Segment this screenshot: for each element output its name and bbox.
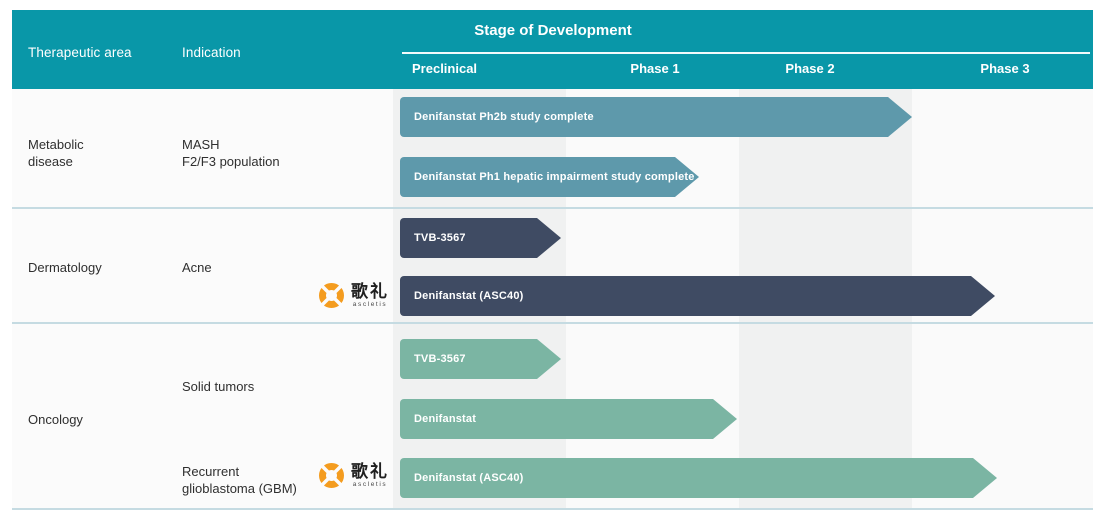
therapeutic-area-column-header: Therapeutic area xyxy=(28,45,132,60)
column-band-phase2 xyxy=(739,89,912,509)
ascletis-logo: 歌礼 ascletis xyxy=(318,282,389,309)
row-divider xyxy=(12,207,1093,209)
ascletis-pinwheel-icon xyxy=(318,282,345,309)
ascletis-pinwheel-icon xyxy=(318,462,345,489)
table-header xyxy=(12,10,1093,89)
ascletis-logo-chinese: 歌礼 xyxy=(351,281,389,301)
ascletis-logo-chinese: 歌礼 xyxy=(351,461,389,481)
stage-of-development-title: Stage of Development xyxy=(474,22,632,39)
column-band-phase3 xyxy=(912,89,1093,509)
phase-label-phase1: Phase 1 xyxy=(630,61,680,76)
therapeutic-area-oncology: Oncology xyxy=(28,412,83,427)
therapeutic-area-dermatology: Dermatology xyxy=(28,260,102,275)
ascletis-logo-latin: ascletis xyxy=(352,300,388,308)
phase-label-preclinical: Preclinical xyxy=(412,61,478,76)
column-band-preclinical xyxy=(393,89,566,509)
phase-label-phase3: Phase 3 xyxy=(980,61,1030,76)
row-divider xyxy=(12,508,1093,510)
indication-solid-tumors: Solid tumors xyxy=(182,379,255,394)
column-band-phase1 xyxy=(566,89,739,509)
indication-recurrent-gbm: Recurrent glioblastoma (GBM) xyxy=(182,464,297,496)
ascletis-logo: 歌礼 ascletis xyxy=(318,462,389,489)
row-divider xyxy=(12,322,1093,324)
indication-acne: Acne xyxy=(182,260,212,275)
phase-label-phase2: Phase 2 xyxy=(785,61,835,76)
ascletis-logo-latin: ascletis xyxy=(352,480,388,488)
indication-mash: MASH F2/F3 population xyxy=(182,137,280,169)
stage-header-underline xyxy=(402,52,1090,54)
ascletis-logo-text: 歌礼 ascletis xyxy=(351,283,389,309)
therapeutic-area-metabolic-disease: Metabolic disease xyxy=(28,137,84,169)
ascletis-logo-text: 歌礼 ascletis xyxy=(351,463,389,489)
indication-column-header: Indication xyxy=(182,45,241,60)
